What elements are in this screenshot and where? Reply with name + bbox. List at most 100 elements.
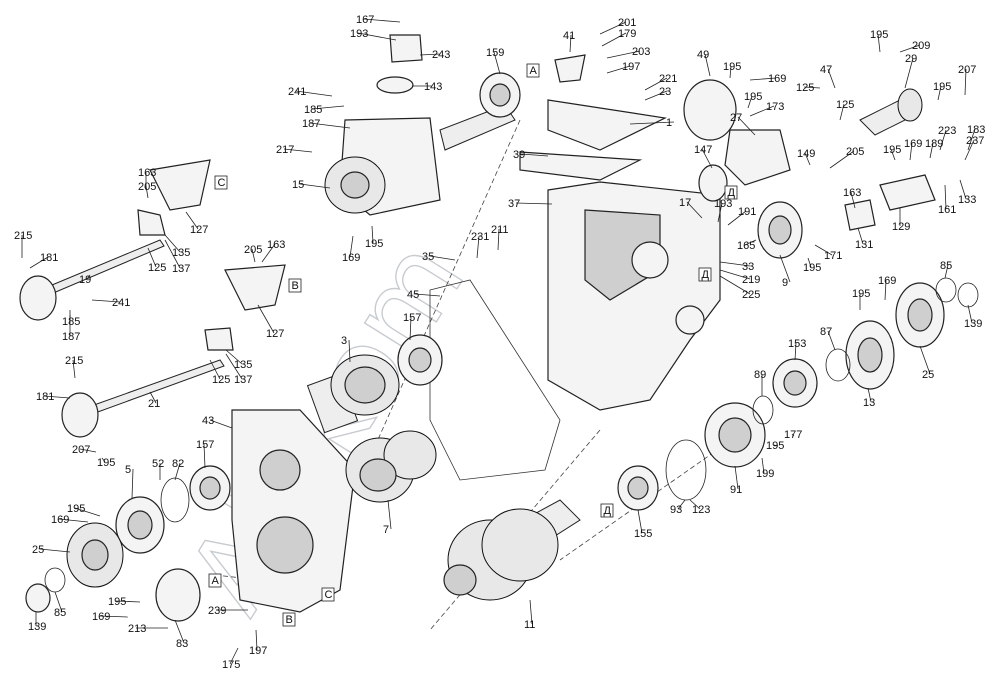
leader-line bbox=[79, 448, 97, 453]
leader-line bbox=[804, 152, 811, 166]
callout-179: 179 bbox=[618, 28, 636, 40]
callout-239: 239 bbox=[208, 605, 226, 617]
callout-85: 85 bbox=[54, 607, 66, 619]
callout-237: 237 bbox=[966, 135, 984, 147]
callout-137: 137 bbox=[172, 263, 190, 275]
leader-line bbox=[515, 202, 553, 205]
leader-line bbox=[929, 142, 934, 159]
leader-line bbox=[877, 33, 881, 53]
leader-line bbox=[101, 457, 106, 463]
leader-line bbox=[719, 261, 751, 267]
leader-line bbox=[749, 105, 775, 117]
callout-187: 187 bbox=[302, 118, 320, 130]
leader-line bbox=[299, 183, 331, 189]
leader-line bbox=[967, 304, 973, 324]
callout-123: 123 bbox=[692, 504, 710, 516]
leader-line bbox=[884, 279, 887, 301]
section-marker: Д bbox=[604, 505, 612, 517]
leader-line bbox=[147, 247, 157, 268]
leader-line bbox=[829, 150, 855, 169]
callout-27: 27 bbox=[730, 112, 742, 124]
callout-3: 3 bbox=[341, 335, 347, 347]
leader-line bbox=[737, 116, 756, 136]
callout-241: 241 bbox=[288, 86, 306, 98]
leader-line bbox=[225, 353, 243, 380]
callout-165: 165 bbox=[737, 240, 755, 252]
callout-209: 209 bbox=[912, 40, 930, 52]
leader-line bbox=[944, 264, 949, 279]
callout-21: 21 bbox=[148, 398, 160, 410]
section-marker-box bbox=[214, 175, 228, 190]
leader-line bbox=[857, 227, 864, 245]
callout-125: 125 bbox=[796, 82, 814, 94]
callout-82: 82 bbox=[172, 458, 184, 470]
leader-line bbox=[74, 507, 101, 517]
callout-83: 83 bbox=[176, 638, 188, 650]
callout-41: 41 bbox=[563, 30, 575, 42]
housing-window bbox=[584, 209, 661, 301]
leader-line bbox=[349, 235, 354, 258]
callout-139: 139 bbox=[28, 621, 46, 633]
leader-line bbox=[814, 244, 833, 256]
ring-87 bbox=[825, 348, 851, 382]
leader-line bbox=[497, 228, 500, 251]
leader-line bbox=[734, 465, 739, 490]
callout-217: 217 bbox=[276, 144, 294, 156]
section-marker-box bbox=[208, 573, 222, 588]
leader-line bbox=[964, 139, 975, 161]
shift-rod-19 bbox=[19, 239, 165, 321]
callout-197: 197 bbox=[249, 645, 267, 657]
flange-25-right bbox=[895, 282, 945, 348]
callout-163: 163 bbox=[843, 187, 861, 199]
flange-25-left bbox=[66, 522, 124, 588]
leader-line bbox=[939, 129, 947, 151]
gear-7 bbox=[345, 430, 437, 503]
sensor-243 bbox=[389, 34, 423, 63]
callout-47: 47 bbox=[820, 64, 832, 76]
leader-line bbox=[371, 225, 374, 244]
callout-125: 125 bbox=[148, 262, 166, 274]
callout-35: 35 bbox=[422, 251, 434, 263]
leader-line bbox=[959, 179, 967, 200]
callout-125: 125 bbox=[212, 374, 230, 386]
leader-line bbox=[261, 243, 276, 263]
leader-line bbox=[295, 90, 333, 97]
part-129 bbox=[879, 174, 936, 211]
leader-line bbox=[209, 359, 221, 380]
section-marker-box bbox=[288, 278, 302, 293]
callout-11: 11 bbox=[524, 619, 535, 631]
shift-fork-127-upper bbox=[149, 159, 211, 211]
callout-185: 185 bbox=[62, 316, 80, 328]
callout-37: 37 bbox=[508, 198, 520, 210]
leader-line bbox=[850, 191, 856, 209]
shaft-29 bbox=[859, 88, 923, 136]
callout-52: 52 bbox=[152, 458, 164, 470]
leader-line bbox=[747, 95, 753, 109]
callout-169: 169 bbox=[878, 275, 896, 287]
callout-25: 25 bbox=[922, 369, 934, 381]
callout-173: 173 bbox=[766, 101, 784, 113]
leader-line bbox=[964, 68, 967, 96]
cover-83 bbox=[155, 568, 201, 622]
callout-189: 189 bbox=[925, 138, 943, 150]
callout-243: 243 bbox=[432, 49, 450, 61]
leader-line bbox=[904, 57, 914, 89]
flange-5 bbox=[115, 496, 165, 554]
callout-205: 205 bbox=[244, 244, 262, 256]
leader-line bbox=[251, 248, 256, 263]
bearing-147 bbox=[698, 164, 728, 202]
callout-211: 211 bbox=[491, 224, 509, 236]
callout-159: 159 bbox=[486, 47, 504, 59]
callout-195: 195 bbox=[766, 440, 784, 452]
leader-line bbox=[174, 619, 185, 644]
housing-gasket bbox=[429, 279, 561, 481]
leader-line bbox=[164, 239, 181, 269]
callout-191: 191 bbox=[738, 206, 756, 218]
leader-line bbox=[363, 18, 401, 23]
callout-85: 85 bbox=[940, 260, 952, 272]
callout-labels: 1671932431432411851872171516919515941201… bbox=[14, 14, 985, 671]
leader-line bbox=[229, 647, 239, 665]
callout-43: 43 bbox=[202, 415, 214, 427]
bearing-159 bbox=[479, 72, 521, 118]
